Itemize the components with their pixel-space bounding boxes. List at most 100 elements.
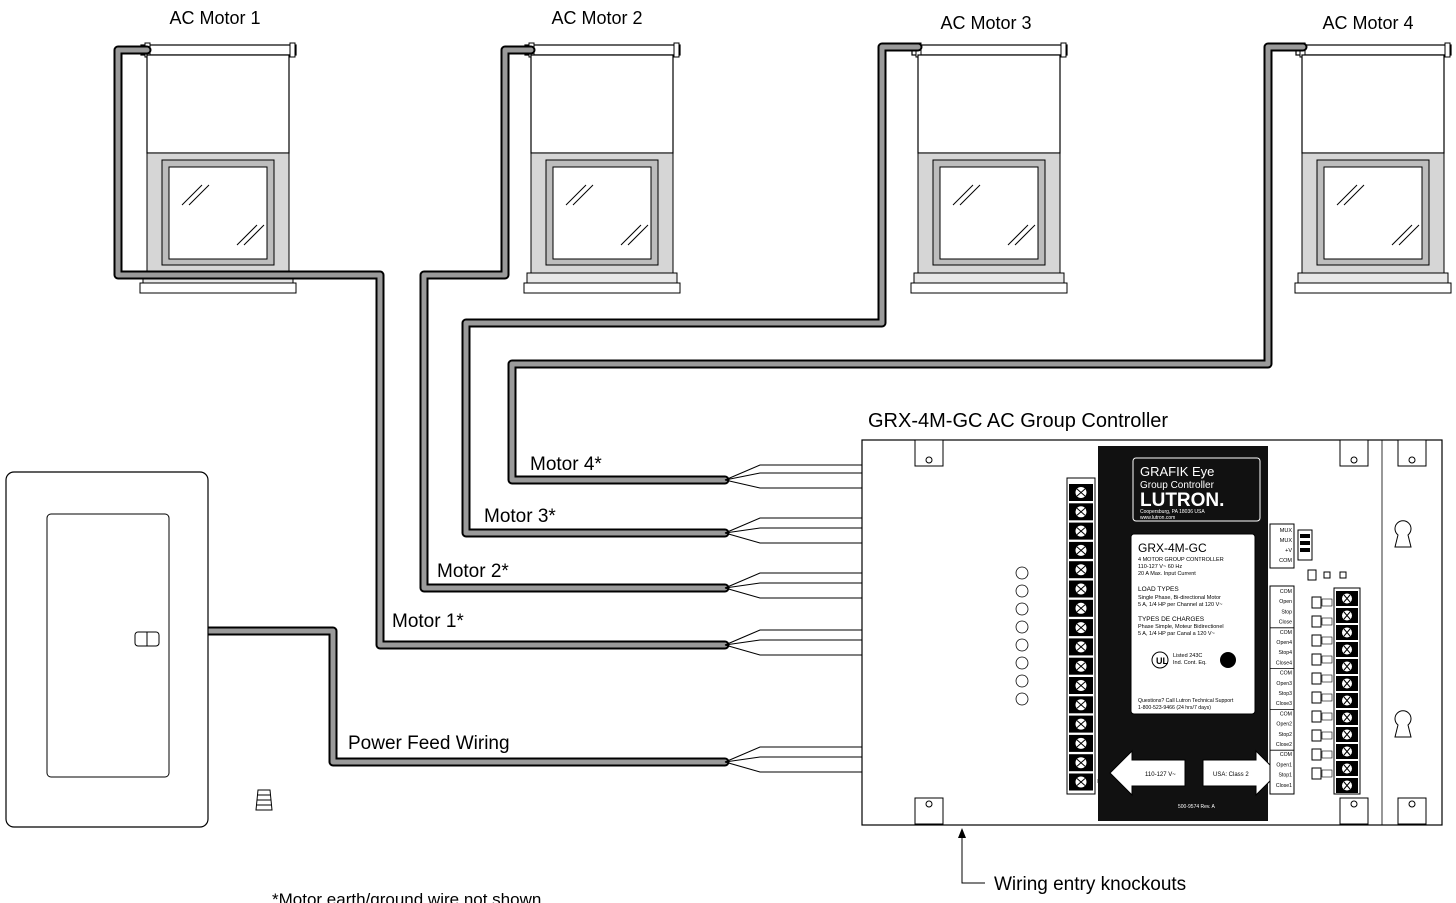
model-desc-1: 4 MOTOR GROUP CONTROLLER bbox=[1138, 557, 1224, 563]
screw-terminal bbox=[1069, 734, 1093, 752]
screw-terminal bbox=[1069, 561, 1093, 579]
csa-listing-icon bbox=[1220, 652, 1236, 668]
io-label: Open2 bbox=[1276, 722, 1292, 728]
model-desc-3: 20 A Max. Input Current bbox=[1138, 571, 1196, 577]
arrow-left-label: 110-127 V~ bbox=[1145, 772, 1176, 778]
io-label: Close2 bbox=[1276, 742, 1292, 748]
window-shade-4 bbox=[1294, 42, 1452, 294]
channel-led bbox=[1311, 615, 1322, 628]
screw-terminal bbox=[1336, 659, 1358, 674]
screw-terminal bbox=[1336, 744, 1358, 759]
mux-label: MUX bbox=[1280, 538, 1293, 544]
screw-terminal bbox=[1069, 773, 1093, 791]
channel-led bbox=[1311, 653, 1322, 666]
fuse-icon bbox=[1015, 566, 1029, 580]
brand-line1: GRAFIK Eye bbox=[1140, 464, 1214, 479]
controller-title: GRX-4M-GC AC Group Controller bbox=[868, 410, 1168, 432]
screw-terminal bbox=[1069, 657, 1093, 675]
screw-terminal bbox=[1069, 754, 1093, 772]
io-label: Stop1 bbox=[1278, 773, 1292, 779]
brand-addr1: Coopersburg, PA 18036 USA bbox=[1140, 509, 1205, 515]
screw-terminal bbox=[1336, 693, 1358, 708]
terminal-strip-left bbox=[1066, 477, 1096, 795]
charges-title: TYPES DE CHARGES bbox=[1138, 616, 1205, 623]
window-shade-3 bbox=[910, 42, 1068, 294]
load-types-title: LOAD TYPES bbox=[1138, 586, 1179, 593]
channel-led bbox=[1311, 748, 1322, 761]
channel-led bbox=[1311, 672, 1322, 685]
fuse-icon bbox=[1015, 692, 1029, 706]
power-feed-cable bbox=[203, 626, 730, 767]
ul-listing-icon bbox=[1151, 651, 1169, 669]
screw-terminal bbox=[1069, 599, 1093, 617]
motor-1-title: AC Motor 1 bbox=[169, 8, 260, 28]
charges-2: 5 A, 1/4 HP par Canal a 120 V~ bbox=[1138, 631, 1215, 637]
channel-led bbox=[1311, 634, 1322, 647]
motor-4-wire-label: Motor 4* bbox=[530, 454, 602, 475]
io-label: COM bbox=[1280, 630, 1292, 636]
io-label: Close4 bbox=[1276, 660, 1292, 666]
fuse-icon bbox=[1015, 674, 1029, 688]
io-label: Close bbox=[1279, 620, 1292, 626]
load-types-1: Single Phase, Bi-directional Motor bbox=[1138, 595, 1221, 601]
fuse-icon bbox=[1015, 638, 1029, 652]
keyhole-icon bbox=[1394, 710, 1412, 738]
io-label: Open4 bbox=[1276, 640, 1292, 646]
screw-terminal bbox=[1069, 541, 1093, 559]
knockouts-leader bbox=[961, 833, 985, 884]
channel-led bbox=[1311, 710, 1322, 723]
support-1: Questions? Call Lutron Technical Support bbox=[1138, 698, 1234, 704]
charges-1: Phase Simple, Moteur Bidirectionel bbox=[1138, 624, 1224, 630]
channel-led bbox=[1311, 729, 1322, 742]
io-terminal-box: COMOpenStopCloseCOMOpen4Stop4Close4COMOp… bbox=[1269, 585, 1295, 795]
faceplate: GRAFIK Eye Group Controller LUTRON. Coop… bbox=[1098, 446, 1279, 821]
screw-terminal bbox=[1069, 522, 1093, 540]
fuse-icon bbox=[1015, 656, 1029, 670]
io-label: COM bbox=[1280, 752, 1292, 758]
screw-terminal bbox=[1069, 715, 1093, 733]
knockouts-label: Wiring entry knockouts bbox=[994, 874, 1186, 895]
io-label: Open1 bbox=[1276, 762, 1292, 768]
screw-terminal bbox=[1069, 484, 1093, 501]
io-label: Open3 bbox=[1276, 681, 1292, 687]
channel-led bbox=[1311, 767, 1322, 780]
channel-led bbox=[1311, 691, 1322, 704]
arrow-left-icon bbox=[1109, 749, 1186, 797]
mux-label: MUX bbox=[1280, 528, 1293, 534]
arrow-right-icon bbox=[1202, 749, 1279, 797]
screw-terminal bbox=[1069, 696, 1093, 714]
screw-terminal bbox=[1336, 710, 1358, 725]
io-label: Stop4 bbox=[1278, 650, 1292, 656]
brand-logo: LUTRON. bbox=[1140, 490, 1224, 511]
screw-terminal bbox=[1069, 638, 1093, 656]
screw-terminal bbox=[1069, 619, 1093, 637]
load-types-2: 5 A, 1/4 HP per Channel at 120 V~ bbox=[1138, 602, 1222, 608]
fuse-icon bbox=[1015, 620, 1029, 634]
motor-2-title: AC Motor 2 bbox=[551, 8, 642, 28]
svg-text:UL: UL bbox=[1156, 656, 1168, 666]
listing-1: Listed 243C bbox=[1173, 653, 1202, 659]
io-label: Stop bbox=[1281, 609, 1292, 615]
motor-2-cable bbox=[419, 45, 730, 593]
motor-4-cable bbox=[507, 42, 1308, 485]
footnote: *Motor earth/ground wire not shown bbox=[272, 890, 541, 903]
mux-label: +V bbox=[1285, 548, 1292, 554]
power-feed-label: Power Feed Wiring bbox=[348, 733, 510, 754]
io-label: Stop2 bbox=[1278, 732, 1292, 738]
motor-4-title: AC Motor 4 bbox=[1322, 13, 1413, 33]
arrow-right-label: USA: Class 2 bbox=[1213, 772, 1249, 778]
screw-terminal bbox=[1069, 580, 1093, 598]
motor-1-wire-label: Motor 1* bbox=[392, 611, 464, 632]
wire-nut-icon bbox=[255, 789, 273, 811]
fuse-icon bbox=[1015, 602, 1029, 616]
motor-3-cable bbox=[461, 42, 923, 538]
motor-3-title: AC Motor 3 bbox=[940, 13, 1031, 33]
screw-terminal bbox=[1069, 677, 1093, 694]
screw-terminal bbox=[1336, 625, 1358, 640]
motor-3-wire-label: Motor 3* bbox=[484, 506, 556, 527]
channel-led bbox=[1311, 596, 1322, 609]
screw-terminal bbox=[1336, 676, 1358, 691]
window-shade-1 bbox=[139, 42, 297, 294]
